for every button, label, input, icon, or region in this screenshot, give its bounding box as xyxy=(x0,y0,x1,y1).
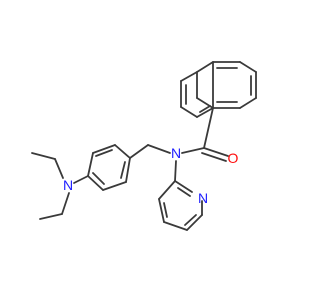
oxygen-atom-label: O xyxy=(228,150,239,166)
background xyxy=(0,0,300,300)
bond xyxy=(180,71,198,82)
molecule-diagram: O N N N xyxy=(0,0,300,300)
bond xyxy=(163,202,168,218)
bond xyxy=(87,175,104,191)
bond xyxy=(184,214,197,226)
bond xyxy=(129,144,149,159)
amide-nitrogen-label: N xyxy=(171,145,181,161)
bond xyxy=(125,157,131,183)
bond xyxy=(196,107,214,118)
molecule-canvas: O N N N xyxy=(0,0,300,300)
bond xyxy=(199,105,211,113)
bond xyxy=(186,214,203,231)
bond xyxy=(92,172,105,185)
amine-nitrogen-label: N xyxy=(63,177,73,193)
bond xyxy=(174,180,193,193)
bond xyxy=(95,149,113,157)
bond xyxy=(120,161,126,179)
bond xyxy=(73,175,89,184)
bond xyxy=(181,147,205,154)
bond xyxy=(203,107,214,149)
bond xyxy=(61,192,70,215)
bond xyxy=(174,160,177,182)
bond xyxy=(177,187,191,197)
atom-labels: O N N N xyxy=(63,145,239,206)
bond xyxy=(239,61,257,73)
bonds xyxy=(31,61,257,231)
bond xyxy=(158,198,165,223)
bond xyxy=(203,147,229,157)
bond xyxy=(102,181,127,191)
bond xyxy=(87,152,94,177)
bond xyxy=(147,144,171,154)
bond xyxy=(92,144,116,154)
bond xyxy=(239,97,257,109)
bond xyxy=(54,158,64,179)
bond xyxy=(163,221,188,231)
bond xyxy=(180,106,198,118)
bond xyxy=(31,152,56,160)
bond xyxy=(201,152,227,162)
bond xyxy=(196,61,214,73)
pyridine-nitrogen-label: N xyxy=(198,190,208,206)
bond xyxy=(158,180,176,200)
bond xyxy=(39,213,63,220)
bond xyxy=(114,144,131,159)
